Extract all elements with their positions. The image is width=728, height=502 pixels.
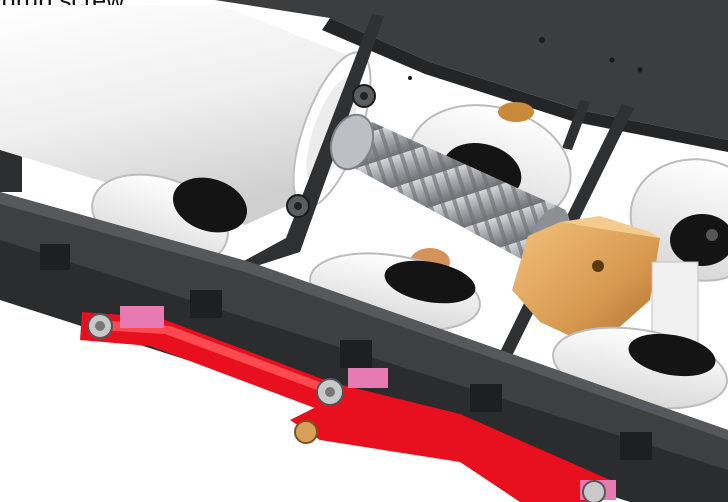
wheel-right-rear xyxy=(629,158,728,282)
crank-pins xyxy=(87,313,606,502)
rear-frame-plate xyxy=(215,0,728,152)
